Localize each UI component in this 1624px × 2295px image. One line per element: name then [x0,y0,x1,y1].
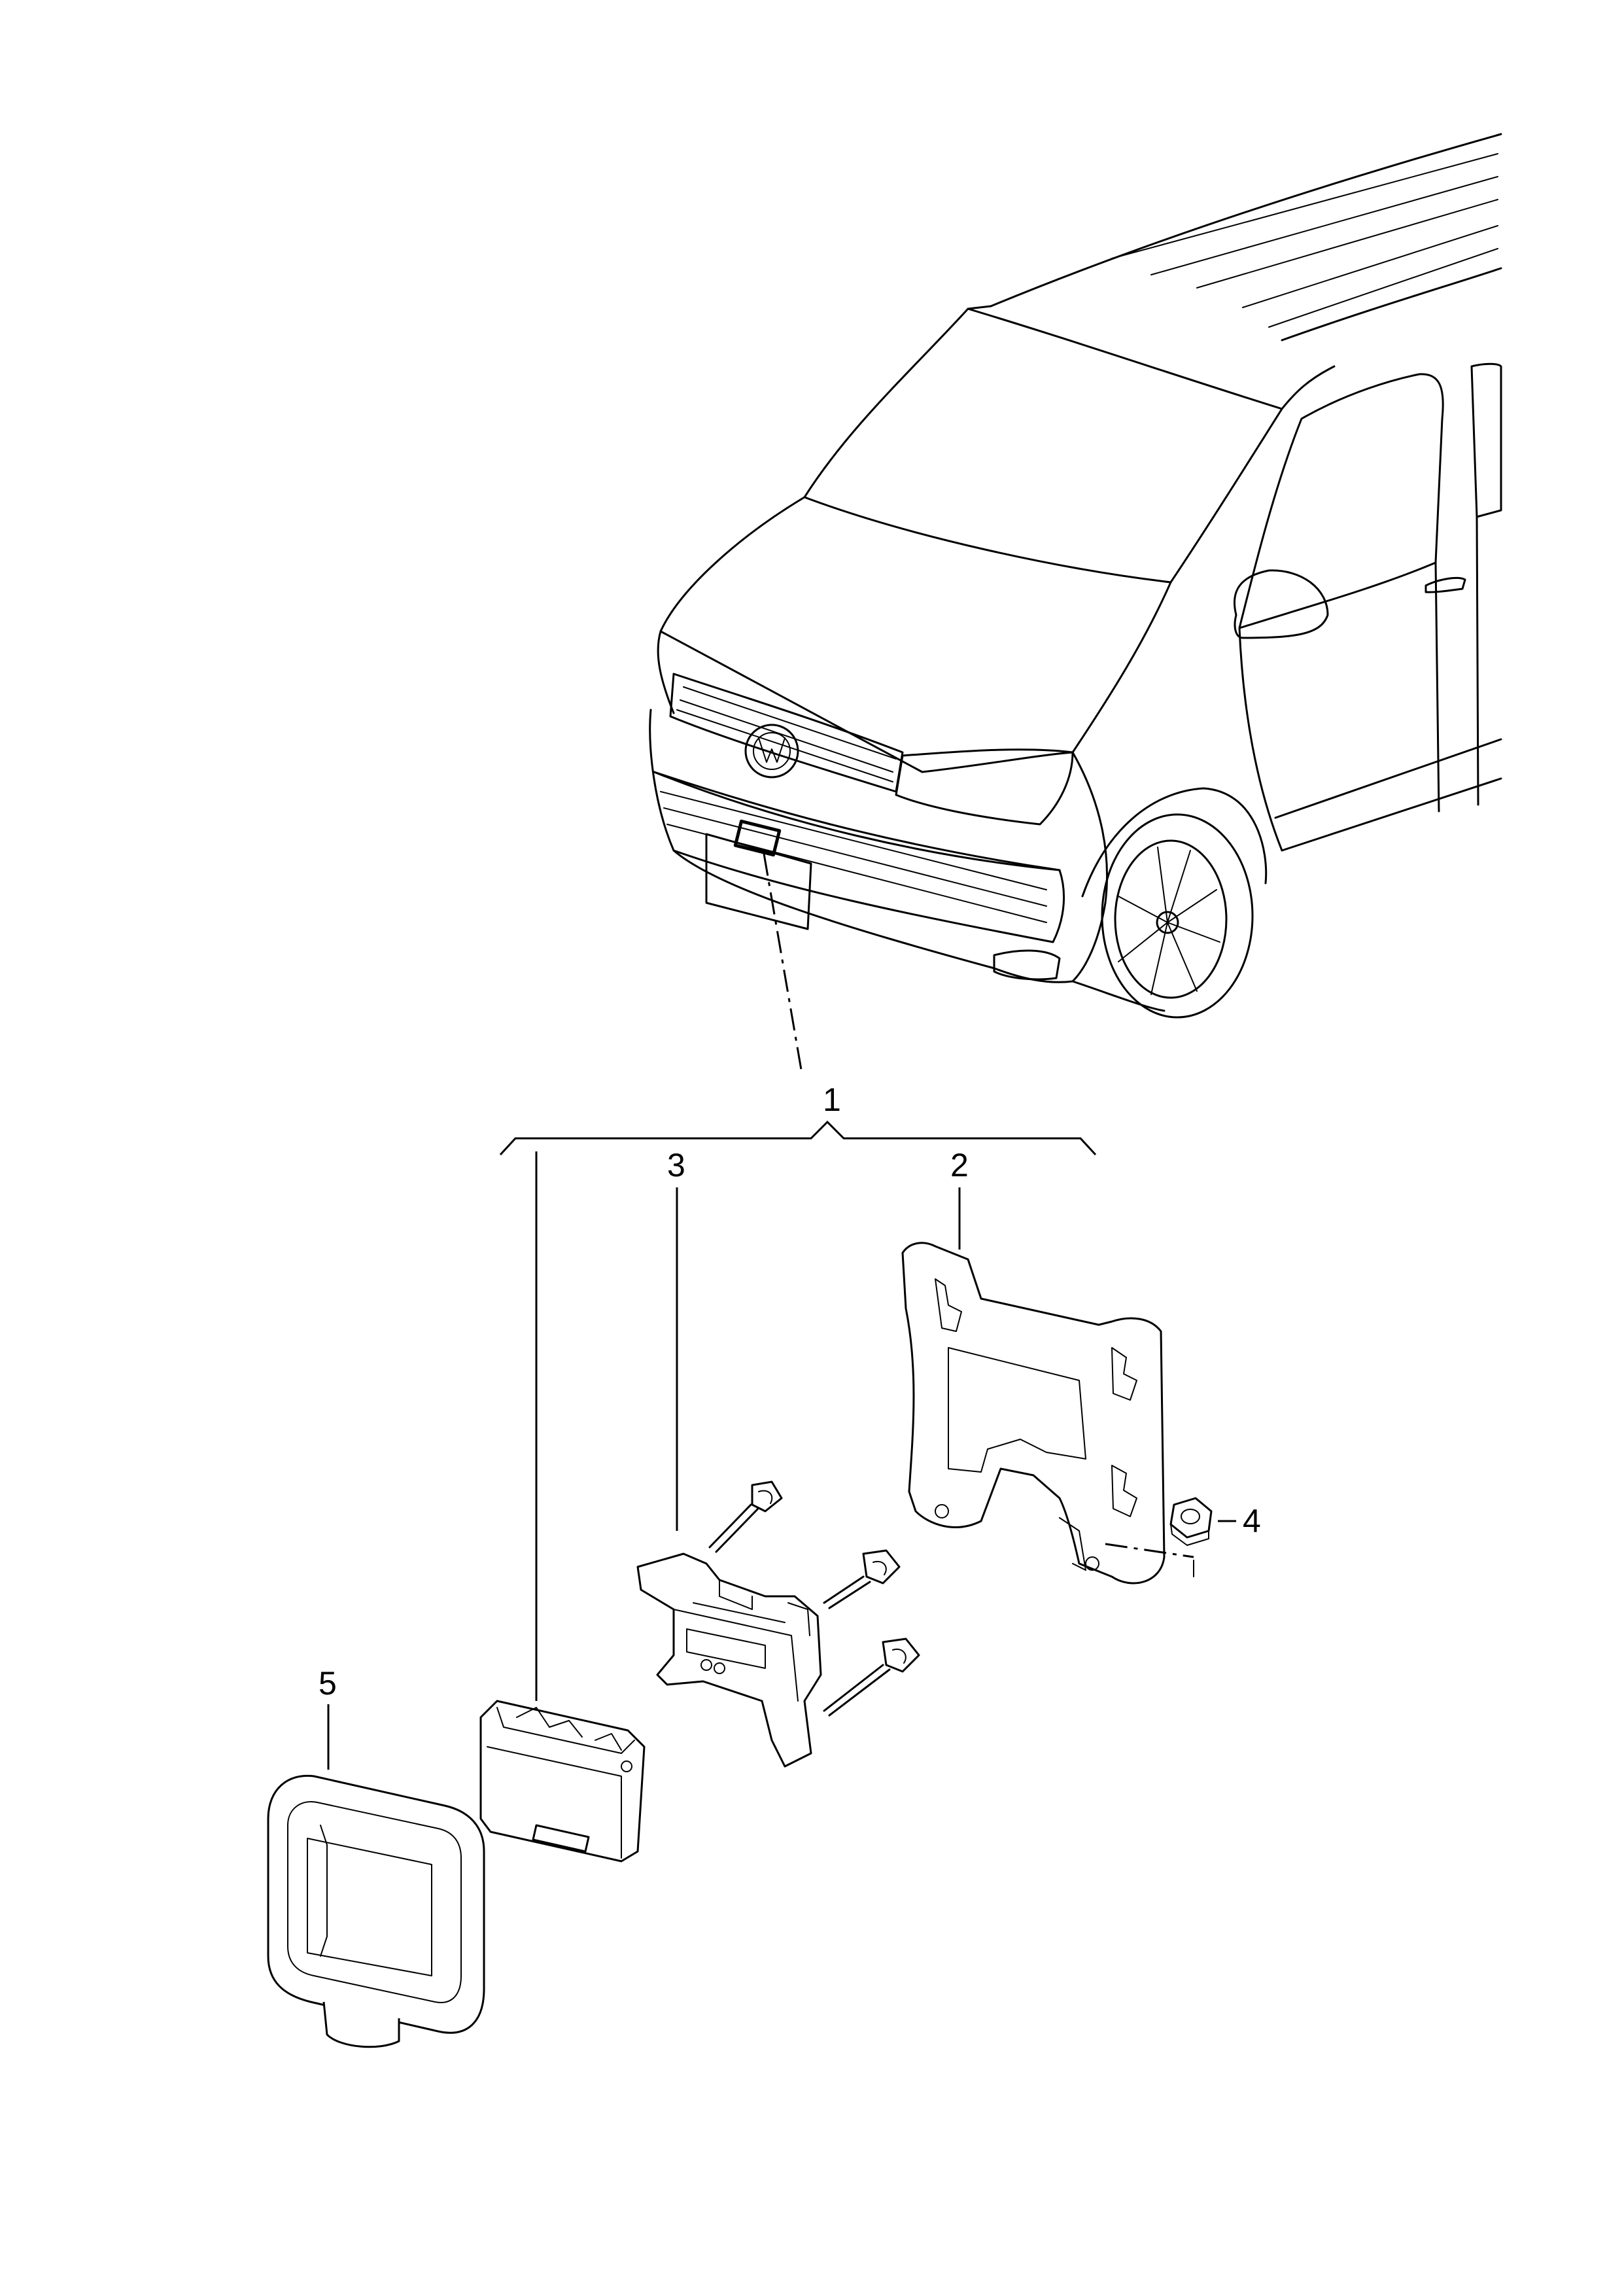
sensor-location-marker [733,819,782,857]
vehicle-illustration [649,133,1502,1019]
callout-1: 1 [823,1081,841,1118]
adjusting-screw-top [708,1480,783,1553]
adjusting-screw-middle [823,1549,901,1609]
part-adjustment-bracket [636,1480,920,1768]
part-radar-sensor [479,1700,646,1863]
part-trim-frame [267,1774,485,2048]
part-hex-nut [1169,1497,1213,1546]
callout-5: 5 [319,1665,337,1702]
adjusting-screw-bottom [823,1638,920,1717]
wheel [1101,813,1254,1019]
location-leader [763,853,803,1070]
callout-4: 4 [1243,1503,1261,1539]
callout-3: 3 [667,1147,685,1183]
assembly-brace [499,1120,1097,1156]
callout-2: 2 [950,1147,969,1183]
part-mounting-plate [901,1242,1166,1585]
